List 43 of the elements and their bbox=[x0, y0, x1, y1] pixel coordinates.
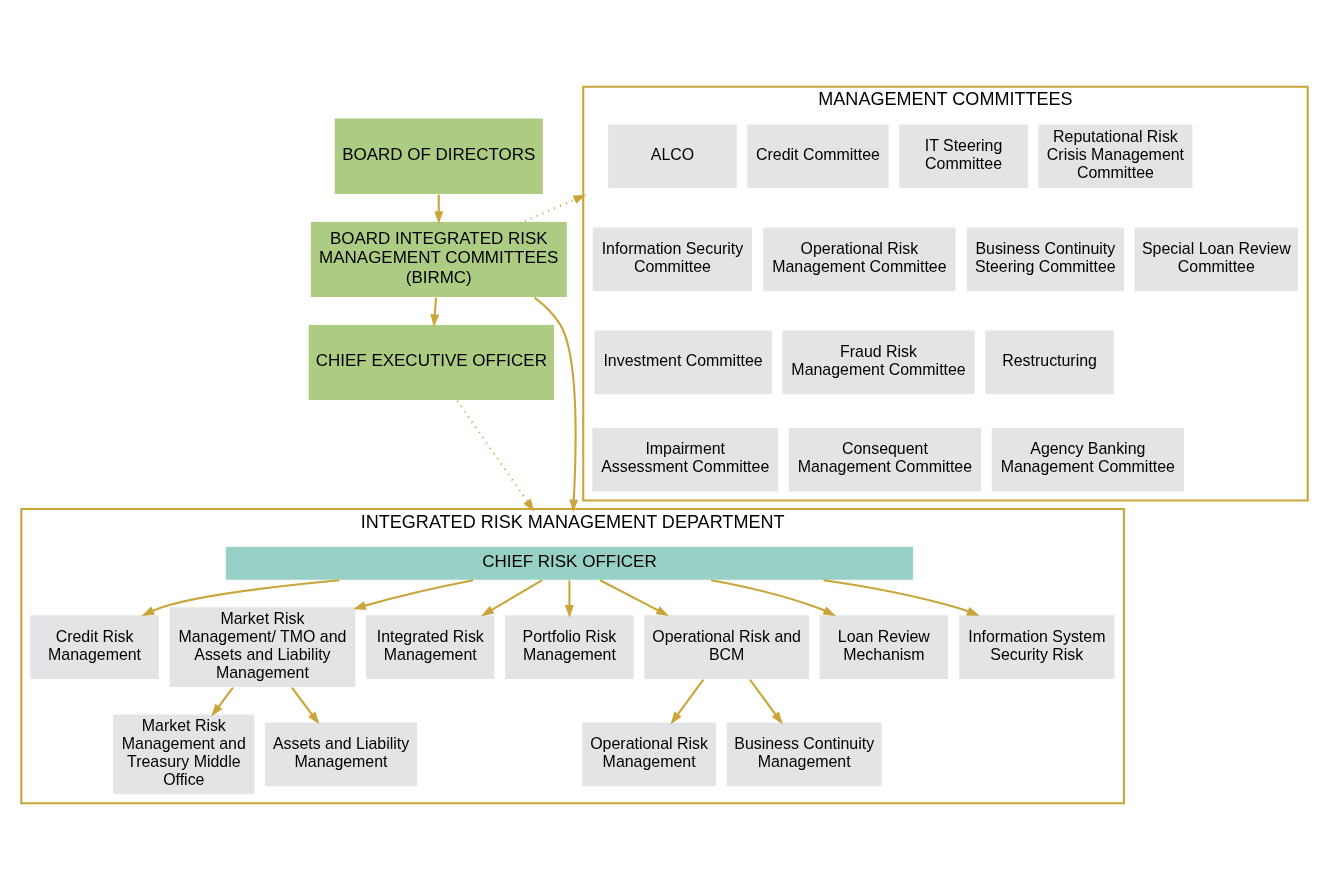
node-box: Impairment Assessment Committee bbox=[591, 426, 780, 493]
node-box: Portfolio Risk Management bbox=[504, 614, 635, 681]
arrow bbox=[481, 579, 543, 617]
node-box: Fraud Risk Management Committee bbox=[781, 329, 976, 396]
arrow bbox=[534, 296, 579, 513]
node-box: BOARD OF DIRECTORS bbox=[333, 117, 544, 196]
node-box: Operational Risk Management Committee bbox=[762, 226, 957, 293]
arrow bbox=[291, 687, 320, 725]
arrow bbox=[564, 580, 574, 618]
node-box: Restructuring bbox=[984, 329, 1115, 396]
node-box: BOARD INTEGRATED RISK MANAGEMENT COMMITTEES (BIRMC) bbox=[309, 220, 568, 299]
node-box: CHIEF EXECUTIVE OFFICER bbox=[307, 323, 556, 402]
node-box: Business Continuity Management bbox=[725, 721, 883, 788]
arrow bbox=[211, 687, 234, 717]
arrow bbox=[823, 579, 980, 616]
arrow bbox=[710, 579, 837, 616]
arrow bbox=[524, 194, 587, 223]
arrow bbox=[670, 679, 705, 725]
arrow bbox=[599, 579, 669, 617]
node-box: CHIEF RISK OFFICER bbox=[224, 545, 915, 581]
node-box: Business Continuity Steering Committee bbox=[965, 226, 1125, 293]
node-box: ALCO bbox=[607, 123, 738, 190]
node-box: Information Security Committee bbox=[591, 226, 754, 293]
arrow bbox=[749, 679, 783, 725]
node-box: Reputational Risk Crisis Management Committee bbox=[1037, 123, 1194, 190]
node-box: Credit Risk Management bbox=[29, 614, 160, 681]
node-box: Information System Security Risk bbox=[958, 614, 1116, 681]
arrow bbox=[353, 579, 474, 610]
node-box: Assets and Liability Management bbox=[264, 721, 419, 788]
node-box: Loan Review Mechanism bbox=[818, 614, 950, 681]
node-box: Market Risk Management/ TMO and Assets and Liability Management bbox=[168, 606, 357, 688]
node-box: Investment Committee bbox=[593, 329, 773, 396]
node-box: Integrated Risk Management bbox=[364, 614, 496, 681]
node-box: Consequent Management Committee bbox=[787, 426, 983, 493]
node-box: Credit Committee bbox=[746, 123, 890, 190]
arrow bbox=[141, 579, 340, 616]
node-box: IT Steering Committee bbox=[898, 123, 1029, 190]
node-box: Special Loan Review Committee bbox=[1133, 226, 1300, 293]
node-box: Market Risk Management and Treasury Middle Office bbox=[112, 713, 256, 796]
arrow bbox=[456, 400, 535, 512]
node-box: Operational Risk and BCM bbox=[643, 614, 811, 681]
node-box: Agency Banking Management Committee bbox=[990, 426, 1185, 493]
node-box: Operational Risk Management bbox=[581, 721, 718, 788]
